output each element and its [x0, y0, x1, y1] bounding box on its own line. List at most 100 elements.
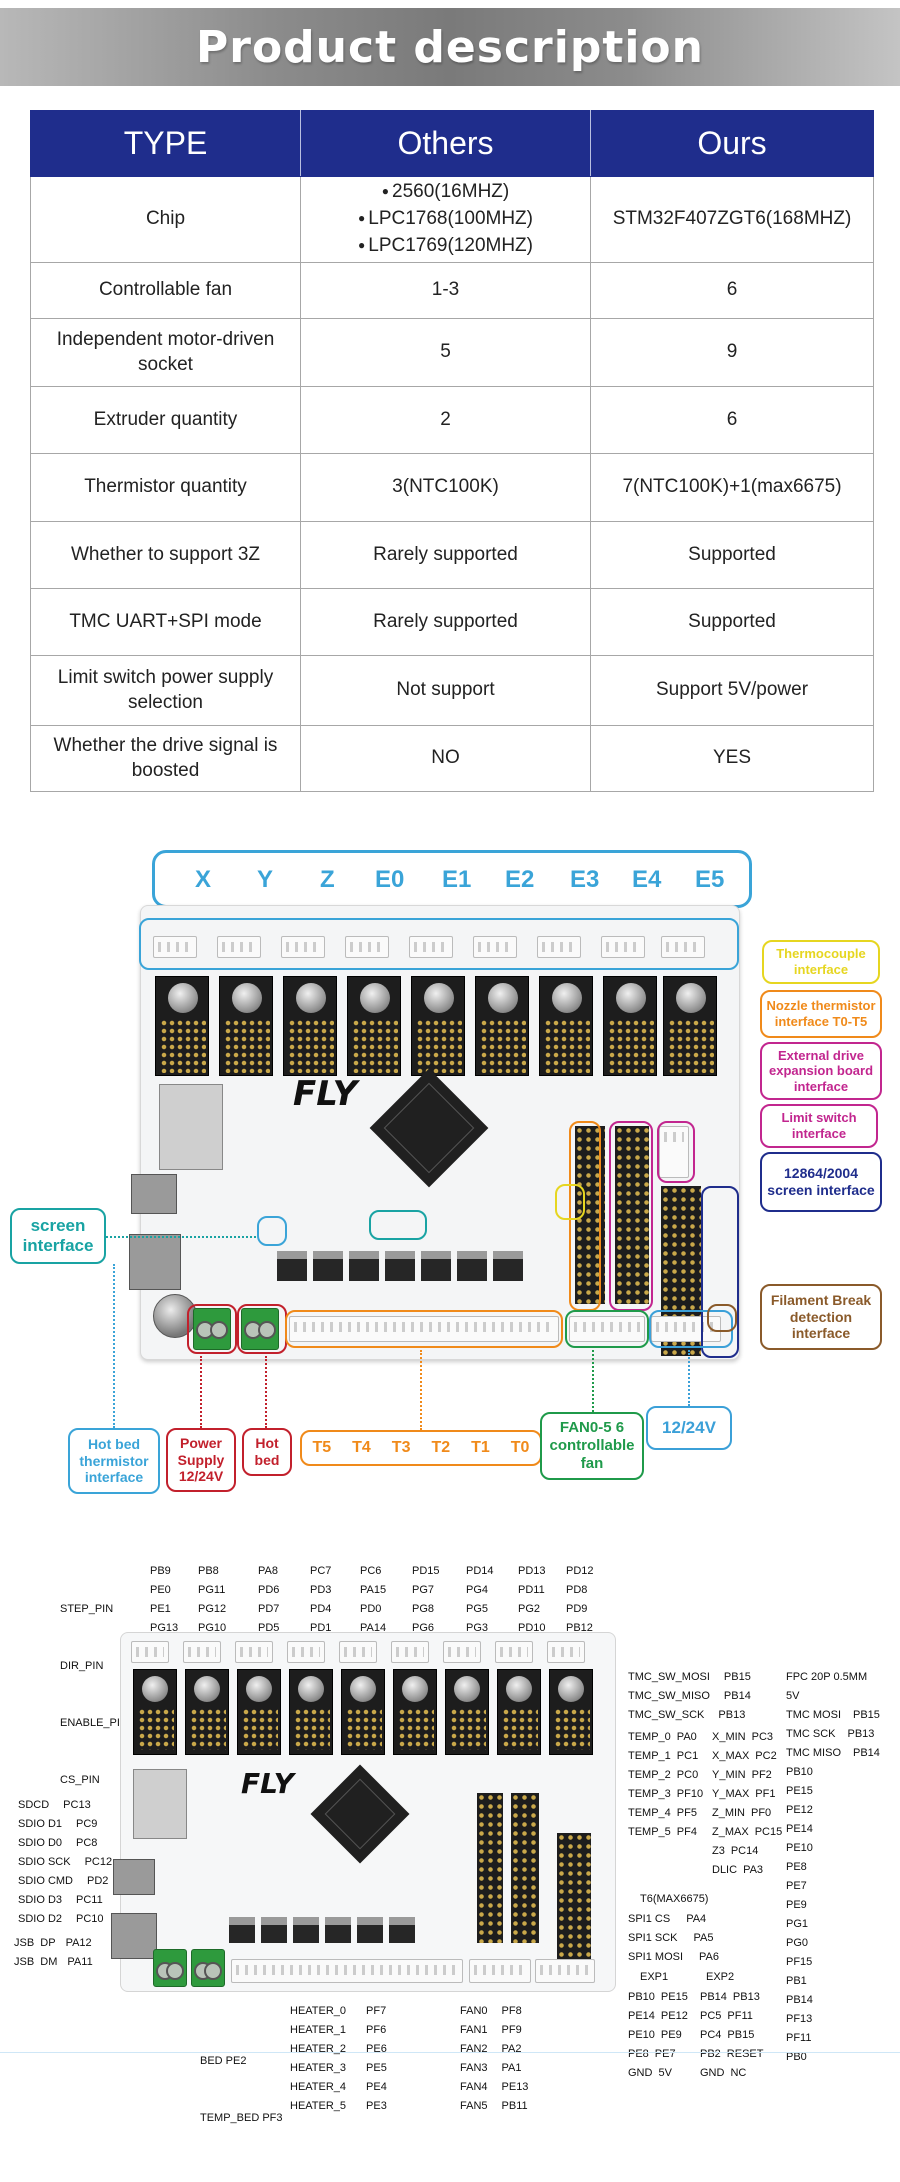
- others-cell: Not support: [300, 655, 591, 726]
- pin-text: PB12: [566, 1622, 593, 1634]
- axis-label: X: [195, 866, 212, 893]
- table-row: Independent motor-driven socket 5 9: [30, 318, 874, 387]
- pin-text: PG8: [412, 1603, 435, 1615]
- thermistor-header: [477, 1793, 503, 1943]
- pin-text: PE9: [660, 2029, 682, 2041]
- pin-text: GND: [628, 2067, 653, 2079]
- pin-text: PE0: [150, 1584, 171, 1596]
- ours-cell: 6: [590, 262, 874, 319]
- stepper-driver: [603, 976, 657, 1076]
- fan-connectors: [469, 1959, 531, 1983]
- pin-text: PB14: [723, 1690, 751, 1702]
- mosfet: [349, 1251, 379, 1281]
- annotation-hot-bed: Hot bed: [242, 1428, 292, 1476]
- leader-line: [106, 1236, 256, 1238]
- pin-text: PF13: [786, 2013, 813, 2025]
- stepper-driver: [347, 976, 401, 1076]
- mosfet: [325, 1917, 351, 1943]
- pin-text: PG7: [412, 1584, 435, 1596]
- pin-row: PB14: [786, 1991, 813, 2010]
- motor-connector: [281, 936, 325, 958]
- others-cell: Rarely supported: [300, 588, 591, 656]
- stepper-driver: [185, 1669, 229, 1755]
- pin-text: PC15: [754, 1826, 783, 1838]
- pin-text: PB14: [853, 1747, 880, 1759]
- axis-label: E5: [695, 866, 725, 893]
- fpc-connector: [659, 1126, 689, 1178]
- pin-text: PC3: [751, 1731, 774, 1743]
- hotbed-terminal: [191, 1949, 225, 1987]
- axis-label: E2: [505, 866, 535, 893]
- pin-text: 5V: [658, 2067, 672, 2079]
- port-label: T2: [431, 1439, 451, 1457]
- mainboard-image: FLY: [129, 905, 740, 1360]
- pin-text: PG11: [198, 1584, 226, 1596]
- pin-text: HEATER_4: [290, 2081, 347, 2093]
- motor-connector: [547, 1641, 585, 1663]
- pin-text: PD1: [310, 1622, 332, 1634]
- comparison-table: TYPE Others Ours Chip 2560(16MHZ) LPC176…: [30, 110, 874, 792]
- pin-text: PD10: [518, 1622, 546, 1634]
- pin-text: Z_MIN: [712, 1807, 745, 1819]
- mosfet: [357, 1917, 383, 1943]
- pin-row: PE10: [786, 1839, 813, 1858]
- pin-text: PF4: [676, 1826, 697, 1838]
- pin-row: GND 5V: [628, 2064, 688, 2083]
- pin-text: SDIO D2: [18, 1913, 63, 1925]
- bed-pins: BED PE2 TEMP_BED PF3: [200, 2014, 283, 2166]
- pin-text: PD14: [466, 1565, 494, 1577]
- pin-text: TMC MOSI: [786, 1709, 841, 1721]
- pin-text: PE3: [366, 2100, 387, 2112]
- pin-text: JSB DM: [14, 1956, 58, 1968]
- pin-text: PG2: [518, 1603, 541, 1615]
- bed-thermistor-frame: [257, 1216, 287, 1246]
- stepper-labels: STEP_PIN DIR_PIN ENABLE_PIN CS_PIN: [60, 1562, 128, 1828]
- pin-text: PA15: [360, 1584, 387, 1596]
- pin-text: PE1: [150, 1603, 171, 1615]
- type-cell: Whether to support 3Z: [30, 521, 301, 589]
- motor-connector: [345, 936, 389, 958]
- pin-text: PD2: [87, 1875, 109, 1887]
- pin-text: TEMP_3: [628, 1788, 671, 1800]
- pin-text: RESET: [726, 2048, 764, 2060]
- pin-text: SPI1 CS: [628, 1913, 671, 1925]
- leader-line: [265, 1356, 267, 1428]
- capacitor: [153, 1294, 197, 1338]
- pin-row: PE8: [786, 1858, 813, 1877]
- pin-label: CS_PIN: [60, 1774, 100, 1786]
- others-cell: Rarely supported: [300, 521, 591, 589]
- pin-text: PE12: [786, 1804, 813, 1816]
- pin-text: PB15: [853, 1709, 880, 1721]
- leader-line: [592, 1350, 594, 1412]
- pin-text: PA5: [693, 1932, 714, 1944]
- pin-text: PE15: [660, 1991, 688, 2003]
- pin-text: HEATER_2: [290, 2043, 347, 2055]
- port-label: T1: [471, 1439, 490, 1457]
- ours-cell: YES: [590, 725, 874, 792]
- pin-text: FAN2: [460, 2043, 488, 2055]
- pin-text: FAN4: [460, 2081, 488, 2093]
- pin-text: PB15: [727, 2029, 755, 2041]
- pin-label: ENABLE_PIN: [60, 1717, 128, 1729]
- stepper-driver: [445, 1669, 489, 1755]
- pin-label: STEP_PIN: [60, 1603, 114, 1615]
- pin-text: X_MAX: [712, 1750, 750, 1762]
- stepper-driver: [497, 1669, 541, 1755]
- others-cell: 2: [300, 386, 591, 454]
- ours-cell: STM32F407ZGT6(168MHZ): [590, 176, 874, 263]
